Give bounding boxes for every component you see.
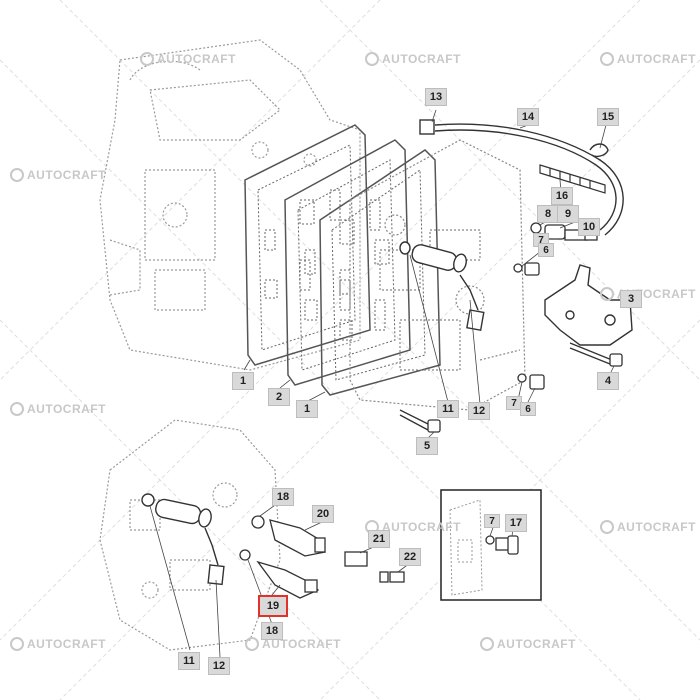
callout-14[interactable]: 14: [517, 108, 539, 126]
inset-detail-box: [440, 489, 542, 601]
connector-21: [344, 551, 368, 567]
watermark: AUTOCRAFT: [10, 168, 106, 182]
watermark: AUTOCRAFT: [245, 637, 341, 651]
gasket-plate-3: [319, 149, 441, 396]
callout-3[interactable]: 3: [620, 290, 642, 308]
gasket-plate-1: [244, 124, 371, 366]
watermark-ring-icon: [600, 52, 614, 66]
watermark-ring-icon: [600, 520, 614, 534]
callout-20[interactable]: 20: [312, 505, 334, 523]
bolt-4: [569, 342, 623, 367]
watermark-ring-icon: [480, 637, 494, 651]
solenoid-lower: [141, 493, 225, 586]
watermark: AUTOCRAFT: [365, 52, 461, 66]
lower-housing: [99, 419, 281, 651]
transmission-housing: [99, 39, 361, 371]
harness-16: [539, 164, 606, 194]
callout-17[interactable]: 17: [505, 514, 527, 532]
watermark-ring-icon: [140, 52, 154, 66]
callout-12-lower[interactable]: 12: [208, 657, 230, 675]
callout-18-lower[interactable]: 18: [261, 622, 283, 640]
callout-16[interactable]: 16: [551, 187, 573, 205]
watermark: AUTOCRAFT: [600, 52, 696, 66]
callout-13[interactable]: 13: [425, 88, 447, 106]
watermark-ring-icon: [10, 402, 24, 416]
watermark: AUTOCRAFT: [140, 52, 236, 66]
watermark: AUTOCRAFT: [10, 637, 106, 651]
watermark-ring-icon: [600, 287, 614, 301]
callout-6-upper[interactable]: 6: [538, 243, 554, 257]
gasket-plate-1-texture: [257, 144, 356, 351]
watermark: AUTOCRAFT: [10, 402, 106, 416]
callout-22[interactable]: 22: [399, 548, 421, 566]
callout-11-lower[interactable]: 11: [178, 652, 200, 670]
terminal-22: [379, 571, 405, 583]
plug-upper: [513, 262, 540, 276]
callout-11-upper[interactable]: 11: [437, 400, 459, 418]
callout-12-upper[interactable]: 12: [468, 402, 490, 420]
watermark-ring-icon: [245, 637, 259, 651]
callout-2[interactable]: 2: [268, 388, 290, 406]
callout-7-inset[interactable]: 7: [484, 514, 500, 528]
callout-18-upper[interactable]: 18: [272, 488, 294, 506]
watermark: AUTOCRAFT: [600, 520, 696, 534]
gasket-plate-3-texture: [331, 169, 426, 381]
callout-1-first[interactable]: 1: [232, 372, 254, 390]
gasket-plate-2-texture: [297, 159, 396, 371]
callout-10[interactable]: 10: [578, 218, 600, 236]
sensor-9-10: [530, 222, 598, 241]
watermark-ring-icon: [10, 168, 24, 182]
callout-21[interactable]: 21: [368, 530, 390, 548]
watermark: AUTOCRAFT: [480, 637, 576, 651]
callout-9[interactable]: 9: [557, 205, 579, 223]
watermark: AUTOCRAFT: [600, 287, 696, 301]
callout-8[interactable]: 8: [537, 205, 559, 223]
watermark-ring-icon: [365, 52, 379, 66]
hose-14: [419, 119, 624, 236]
gasket-plate-2: [284, 139, 411, 386]
callout-6-lower[interactable]: 6: [520, 402, 536, 416]
watermark-ring-icon: [10, 637, 24, 651]
solenoid-upper: [399, 241, 485, 331]
callout-5[interactable]: 5: [416, 437, 438, 455]
callout-1-second[interactable]: 1: [296, 400, 318, 418]
leader-lines: [149, 109, 630, 658]
bolt-5: [399, 409, 441, 433]
callout-19-highlighted[interactable]: 19: [258, 595, 288, 617]
bracket-3: [544, 264, 633, 346]
callout-4[interactable]: 4: [597, 372, 619, 390]
sensor-20: [251, 515, 326, 557]
clip-15: [589, 143, 609, 158]
sensor-19: [239, 549, 320, 599]
callout-15[interactable]: 15: [597, 108, 619, 126]
plug-lower: [517, 373, 545, 390]
